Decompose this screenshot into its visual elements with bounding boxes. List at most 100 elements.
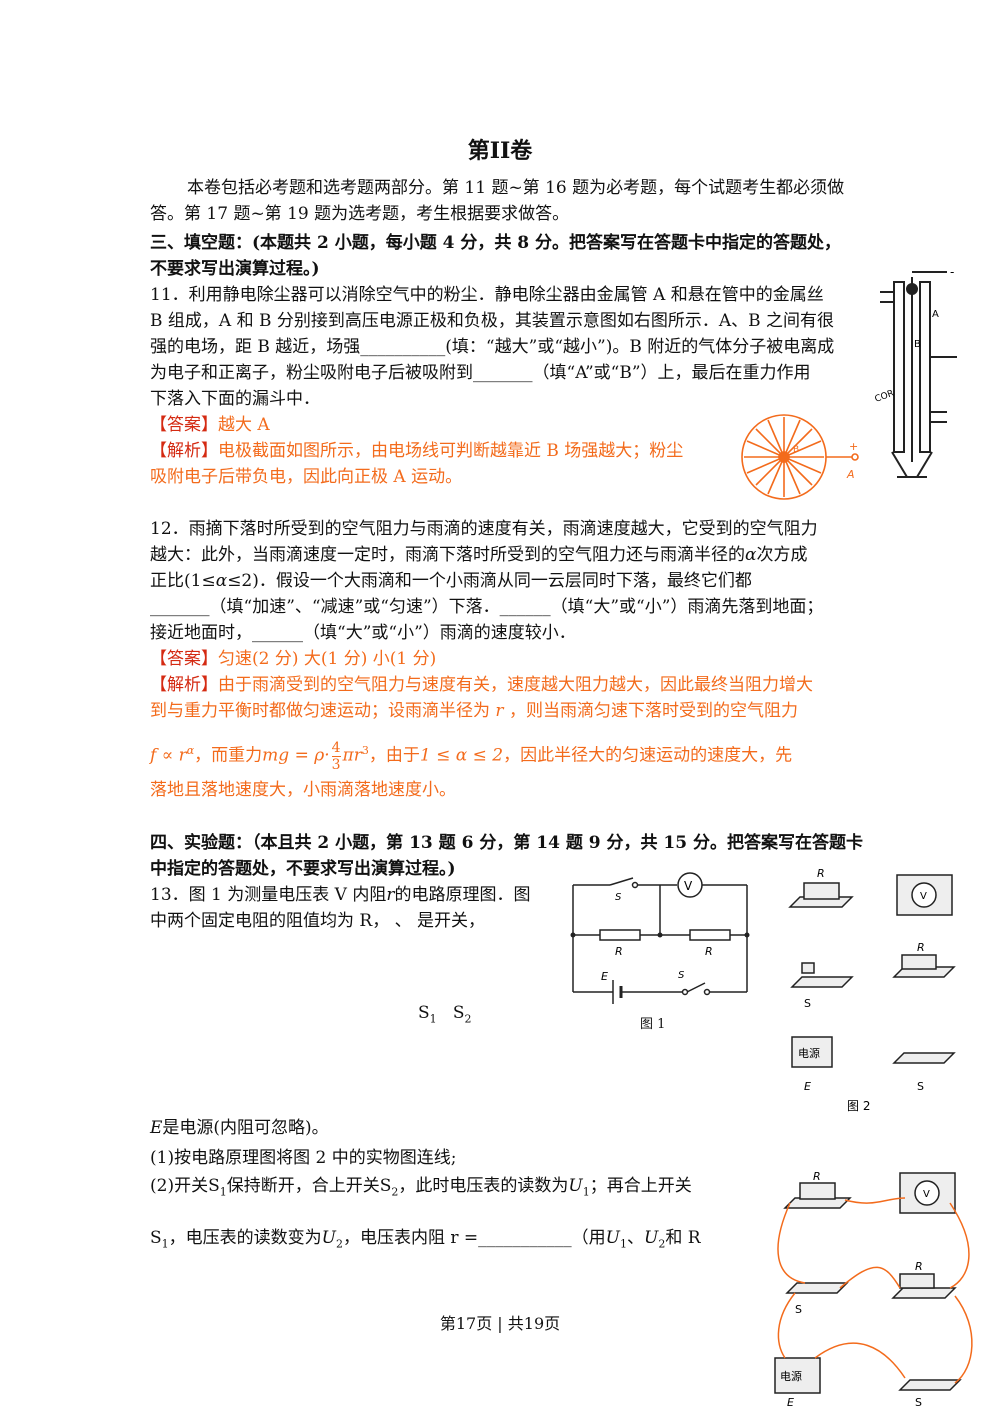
section4-heading-2: 中指定的答题处，不要求写出演算过程。)	[150, 859, 456, 879]
part2-b: 保持断开，合上开关	[226, 1176, 380, 1196]
q12-line-5: 接近地面时，______（填“大”或“小”）雨滴的速度较小．	[150, 623, 576, 643]
s1-subscript: 1	[161, 1237, 169, 1251]
label-b-field: B	[793, 445, 799, 455]
fig2-r1-label: R	[817, 867, 825, 880]
switch-labels: S1 S2	[418, 1000, 472, 1032]
alpha-symbol: α	[215, 571, 228, 591]
q11-line-4: 为电子和正离子，粉尘吸附电子后被吸附到_______（填“A”或“B”）上，最后…	[150, 363, 811, 383]
s1-label: S	[418, 1003, 430, 1023]
e-symbol: E	[150, 1118, 163, 1138]
q12-analysis-1: 【解析】由于雨滴受到的空气阻力与速度有关，速度越大阻力越大，因此最终当阻力增大	[150, 672, 813, 698]
label-a-field: A	[846, 468, 855, 481]
q12-analysis-2: 到与重力平衡时都做匀速运动；设雨滴半径为 r ，则当雨滴匀速下落时受到的空气阻力	[150, 698, 798, 724]
q13-part2-line1: (2)开关S1保持断开，合上开关S2，此时电压表的读数为U1；再合上开关	[150, 1173, 692, 1205]
u2-subscript: 2	[658, 1237, 666, 1251]
fig2-s2-label: S	[917, 1080, 924, 1093]
dust-collector-figure: COR A B -	[874, 265, 957, 478]
circuit-diagram-figure-1: V S R R E S	[570, 872, 750, 1004]
label-b: B	[914, 339, 921, 350]
part2-g: 、	[627, 1228, 644, 1248]
formula-gravity-exp: 3	[361, 744, 369, 757]
label-a: A	[932, 309, 939, 320]
fig2-r2-label: R	[917, 941, 925, 954]
electric-field-figure: + A B	[741, 414, 859, 500]
q12-line-2-text: 越大：此外，当雨滴速度一定时，雨滴下落时所受到的空气阻力还与雨滴半径的	[150, 545, 745, 565]
part2-e: ，电压表的读数变为	[168, 1228, 322, 1248]
page-footer: 第17页 | 共19页	[439, 1314, 561, 1333]
q12-line-3: 正比(1≤α≤2)．假设一个大雨滴和一个小雨滴从同一云层同时下落，最终它们都	[150, 568, 752, 594]
formula-gravity: mg = ρ·	[262, 745, 330, 766]
fraction-denominator: 3	[331, 756, 341, 773]
answer-tag: 【答案】	[150, 649, 218, 669]
wired-s2-label: S	[915, 1396, 922, 1408]
q11-answer: 【答案】越大 A	[150, 412, 270, 438]
s1-symbol: S	[208, 1176, 220, 1196]
wired-e-label: E	[787, 1396, 794, 1408]
fig2-s1-label: S	[804, 997, 811, 1010]
q12-line-3-head: 正比(1≤	[150, 571, 216, 591]
e-line-text: 是电源(内阻可忽略)。	[162, 1118, 329, 1138]
figure-1-caption: 图 1	[640, 1017, 666, 1032]
q11-analysis-1: 【解析】电极截面如图所示，由电场线可判断越靠近 B 场强越大；粉尘	[150, 438, 683, 464]
answer-tag: 【答案】	[150, 415, 218, 435]
wired-r2-label: R	[915, 1260, 923, 1273]
q12-line-3-tail: ≤2)．假设一个大雨滴和一个小雨滴从同一云层同时下落，最终它们都	[227, 571, 752, 591]
section3-heading-1: 三、填空题：(本题共 2 小题，每小题 4 分，共 8 分。把答案写在答题卡中指…	[150, 233, 842, 253]
intro-line-2: 答。第 17 题~第 19 题为选考题，考生根据要求做答。	[150, 204, 570, 224]
s1-symbol: S	[150, 1228, 162, 1248]
wired-s1-label: S	[795, 1303, 802, 1316]
fig2-source-label: 电源	[798, 1046, 820, 1060]
part2-d: ；再合上开关	[589, 1176, 692, 1196]
plus-label: +	[849, 440, 858, 453]
formula-drag: f ∝ r	[150, 745, 187, 766]
q12-line-2: 越大：此外，当雨滴速度一定时，雨滴下落时所受到的空气阻力还与雨滴半径的α次方成	[150, 542, 807, 568]
part2-c: ，此时电压表的读数为	[398, 1176, 569, 1196]
section3-heading-2: 不要求写出演算过程。)	[150, 259, 320, 279]
analysis-text: 电极截面如图所示，由电场线可判断越靠近 B 场强越大；粉尘	[218, 441, 684, 461]
wired-v-label: V	[923, 1189, 930, 1200]
q11-line-3: 强的电场，距 B 越近，场强__________(填：“越大”或“越小”)。B …	[150, 337, 835, 357]
q12-analysis-4: 落地且落地速度大，小雨滴落地速度小。	[150, 780, 456, 800]
q12-line-4: _______（填“加速”、“减速”或“匀速”）下落．______（填“大”或“…	[150, 597, 824, 617]
q12-line-2-tail: 次方成	[756, 545, 808, 565]
q11-line-5: 下落入下面的漏斗中．	[150, 389, 320, 409]
e-label: E	[601, 970, 608, 983]
u1-symbol: U	[568, 1176, 583, 1196]
r1-label: R	[615, 945, 623, 958]
q13-line-1-tail: 的电路原理图．图	[394, 885, 531, 905]
s1-fig-label: S	[615, 892, 622, 903]
analysis-text-e: ，因此半径大的匀速运动的速度大，先	[503, 745, 793, 766]
q13-part1: (1)按电路原理图将图 2 中的实物图连线;	[150, 1148, 457, 1168]
q11-line-2: B 组成，A 和 B 分别接到高压电源正极和负极，其装置示意图如右图所示．A、B…	[150, 311, 835, 331]
formula-drag-exp: α	[186, 744, 195, 757]
section4-heading-1: 四、实验题：（本且共 2 小题，第 13 题 6 分，第 14 题 9 分，共 …	[150, 833, 863, 853]
s2-fig-label: S	[678, 970, 685, 981]
r2-label: R	[705, 945, 713, 958]
q13-e-line: E是电源(内阻可忽略)。	[150, 1115, 329, 1141]
part2-a: (2)开关	[150, 1176, 209, 1196]
q11-analysis-2: 吸附电子后带负电，因此向正极 A 运动。	[150, 467, 463, 487]
alpha-symbol: α	[745, 545, 757, 565]
fig2-e-label: E	[804, 1080, 811, 1093]
wired-source-label: 电源	[780, 1369, 802, 1383]
q12-line-1: 12．雨摘下落时所受到的空气阻力与雨滴的速度有关，雨滴速度越大，它受到的空气阻力	[150, 519, 818, 539]
s1-subscript: 1	[219, 1185, 227, 1199]
analysis-text-b: ，则当雨滴匀速下落时受到的空气阻力	[508, 701, 798, 721]
q13-part2-line2: S1，电压表的读数变为U2，电压表内阻 r =___________（用U1、U…	[150, 1225, 701, 1257]
fig2-v-label: V	[920, 891, 927, 902]
part2-f: ，电压表内阻 r =___________（用	[342, 1228, 606, 1248]
part2-h: 和 R	[665, 1228, 701, 1248]
analysis-text: 由于雨滴受到的空气阻力与速度有关，速度越大阻力越大，因此最终当阻力增大	[218, 675, 813, 695]
u2-symbol: U	[321, 1228, 336, 1248]
intro-line-1: 本卷包括必考题和选考题两部分。第 11 题~第 16 题为必考题，每个试题考生都…	[187, 178, 845, 198]
analysis-text-c: ，而重力	[194, 745, 263, 766]
r-symbol: r	[386, 885, 395, 905]
answer-text: 匀速(2 分) 大(1 分) 小(1 分)	[218, 649, 437, 669]
label-minus: -	[950, 265, 954, 279]
s1-subscript: 1	[429, 1012, 437, 1026]
u1-symbol: U	[605, 1228, 620, 1248]
analysis-text-d: ，由于	[368, 745, 420, 766]
s2-label: S	[452, 1003, 465, 1023]
s2-subscript: 2	[464, 1012, 472, 1026]
